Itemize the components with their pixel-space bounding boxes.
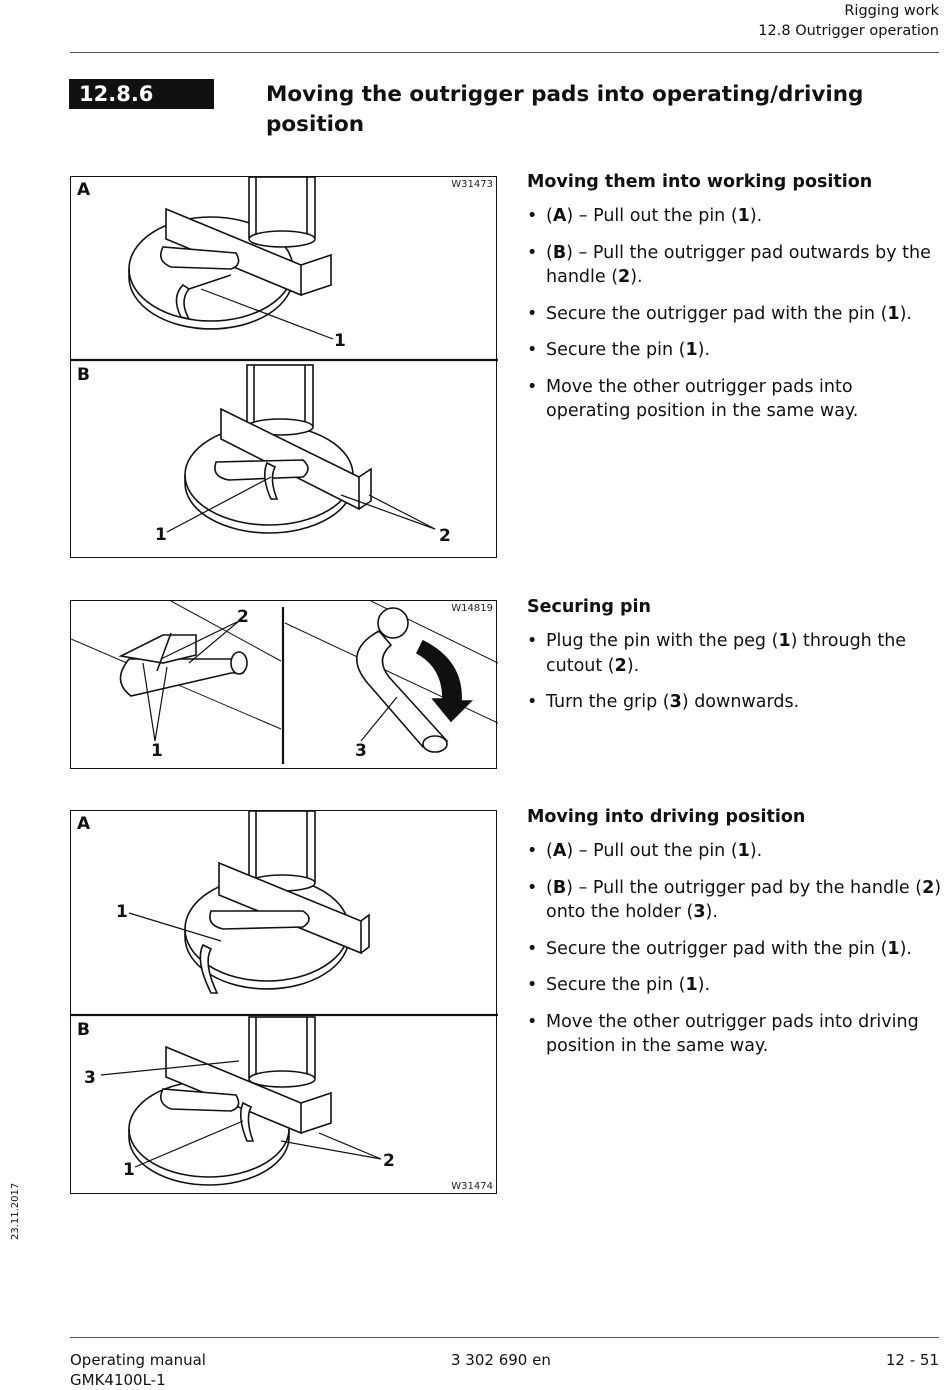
step-text: ( xyxy=(546,877,553,898)
footer-doc-number: 3 302 690 en xyxy=(451,1351,551,1369)
step-item: Secure the outrigger pad with the pin (1… xyxy=(527,937,942,962)
block-heading: Securing pin xyxy=(527,597,651,617)
figure-working-position: W31473 A B 1 1 2 xyxy=(70,176,498,558)
instructions-working-position: Moving them into working position (A) – … xyxy=(527,170,942,436)
callout-label: 2 xyxy=(439,526,451,546)
figure-code: W14819 xyxy=(451,603,493,614)
step-text: Move the other outrigger pads into opera… xyxy=(546,376,859,422)
step-text: ). xyxy=(749,206,763,226)
step-text: ) – Pull the outrigger pad outwards by t… xyxy=(546,242,931,288)
reference-number: A xyxy=(552,206,567,226)
step-text: ). xyxy=(899,303,912,324)
header-chapter: Rigging work xyxy=(844,3,939,19)
reference-number: 1 xyxy=(887,303,900,324)
reference-number: 1 xyxy=(737,841,750,861)
step-text: Move the other outrigger pads into drivi… xyxy=(546,1011,919,1057)
step-item: Secure the pin (1). xyxy=(527,338,942,363)
step-list: Plug the pin with the peg (1) through th… xyxy=(527,629,942,715)
panel-label-a: A xyxy=(77,180,91,200)
step-text: ( xyxy=(546,841,553,861)
step-text: ) downwards. xyxy=(681,692,800,712)
reference-number: 3 xyxy=(669,692,682,712)
callout-label: 1 xyxy=(334,331,346,351)
callout-label: 1 xyxy=(123,1160,135,1180)
block-heading: Moving them into working position xyxy=(527,172,873,192)
figure-working-position-drawing xyxy=(71,177,498,534)
reference-number: 1 xyxy=(737,206,750,226)
callout-label: 2 xyxy=(383,1151,395,1171)
callout-label: 3 xyxy=(355,741,367,761)
footer-model: GMK4100L-1 xyxy=(70,1371,166,1389)
figure-code: W31474 xyxy=(451,1181,493,1192)
callout-label: 1 xyxy=(116,902,128,922)
step-item: Secure the pin (1). xyxy=(527,973,942,998)
step-text: Secure the pin ( xyxy=(546,340,686,360)
step-item: Turn the grip (3) downwards. xyxy=(527,690,942,715)
footer-manual: Operating manual xyxy=(70,1351,206,1369)
figure-securing-pin-drawing xyxy=(71,601,498,764)
reference-number: 2 xyxy=(922,877,935,898)
reference-number: 1 xyxy=(778,631,791,651)
reference-number: 1 xyxy=(685,975,698,995)
step-text: ). xyxy=(705,902,718,922)
side-date: 23.11.2017 xyxy=(10,1182,21,1240)
reference-number: B xyxy=(552,242,567,263)
reference-number: 1 xyxy=(887,938,900,959)
step-text: ). xyxy=(697,975,711,995)
step-text: ( xyxy=(546,242,553,263)
reference-number: B xyxy=(552,877,567,898)
figure-driving-position: W31474 A B 1 3 1 2 xyxy=(70,810,498,1194)
footer-rule xyxy=(70,1337,939,1338)
instructions-driving-position: Moving into driving position (A) – Pull … xyxy=(527,805,942,1071)
step-item: (A) – Pull out the pin (1). xyxy=(527,839,942,864)
callout-label: 3 xyxy=(84,1068,96,1088)
step-text: ). xyxy=(626,655,640,676)
header-rule xyxy=(70,52,939,53)
callout-label: 2 xyxy=(237,607,249,627)
step-text: Secure the outrigger pad with the pin ( xyxy=(546,303,888,324)
step-text: ) – Pull out the pin ( xyxy=(566,841,738,861)
figure-securing-pin: W14819 2 1 3 xyxy=(70,600,498,769)
step-text: ) – Pull out the pin ( xyxy=(566,206,738,226)
reference-number: 2 xyxy=(614,655,627,676)
callout-label: 1 xyxy=(155,525,167,545)
step-item: Plug the pin with the peg (1) through th… xyxy=(527,629,942,678)
reference-number: 2 xyxy=(618,267,631,287)
step-list: (A) – Pull out the pin (1).(B) – Pull th… xyxy=(527,204,942,424)
step-text: ). xyxy=(899,938,912,959)
step-text: ). xyxy=(630,267,643,287)
section-number: 12.8.6 xyxy=(69,79,214,109)
step-text: ). xyxy=(749,841,763,861)
reference-number: 3 xyxy=(693,902,706,922)
step-item: (B) – Pull the outrigger pad by the hand… xyxy=(527,876,942,925)
step-text: ( xyxy=(546,206,553,226)
instructions-securing-pin: Securing pin Plug the pin with the peg (… xyxy=(527,595,942,727)
step-item: Secure the outrigger pad with the pin (1… xyxy=(527,302,942,327)
panel-label-b: B xyxy=(77,365,90,385)
reference-number: A xyxy=(552,841,567,861)
figure-code: W31473 xyxy=(451,179,493,190)
figure-driving-position-drawing xyxy=(71,811,498,1186)
block-heading: Moving into driving position xyxy=(527,807,806,827)
step-item: (A) – Pull out the pin (1). xyxy=(527,204,942,229)
section-title: Moving the outrigger pads into operating… xyxy=(266,82,864,137)
step-text: ). xyxy=(697,340,711,360)
header-subsection: 12.8 Outrigger operation xyxy=(758,23,939,39)
callout-label: 1 xyxy=(151,741,163,761)
step-list: (A) – Pull out the pin (1).(B) – Pull th… xyxy=(527,839,942,1059)
step-text: ) through the cutout ( xyxy=(546,631,907,676)
panel-label-b: B xyxy=(77,1020,90,1040)
step-text: Secure the pin ( xyxy=(546,975,686,995)
step-text: Secure the outrigger pad with the pin ( xyxy=(546,938,888,959)
step-text: ) onto the holder ( xyxy=(546,877,942,923)
step-text: ) – Pull the outrigger pad by the handle… xyxy=(566,877,923,898)
step-item: Move the other outrigger pads into opera… xyxy=(527,375,942,424)
panel-label-a: A xyxy=(77,814,91,834)
step-text: Turn the grip ( xyxy=(546,692,670,712)
step-text: Plug the pin with the peg ( xyxy=(546,631,779,651)
step-item: Move the other outrigger pads into drivi… xyxy=(527,1010,942,1059)
step-item: (B) – Pull the outrigger pad outwards by… xyxy=(527,241,942,290)
reference-number: 1 xyxy=(685,340,698,360)
footer-page-number: 12 - 51 xyxy=(885,1351,939,1369)
